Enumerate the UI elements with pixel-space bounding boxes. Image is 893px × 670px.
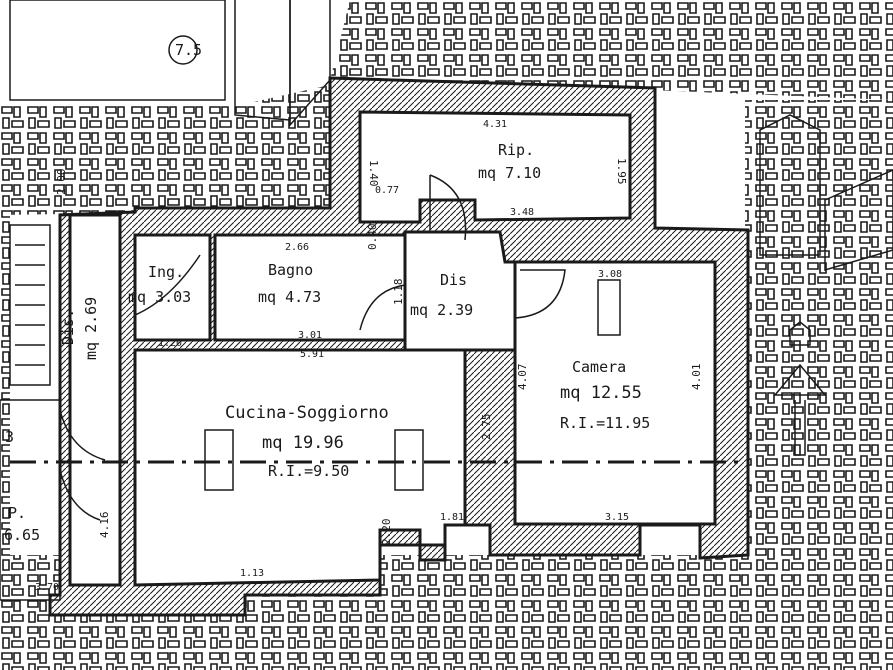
stair-left <box>9 224 51 386</box>
dim-camera-right: 4.01 <box>690 364 703 391</box>
left-area: 6.65 <box>4 526 40 544</box>
dim-rip-right: 1.95 <box>615 158 628 185</box>
dim-dis-side: 2.00 <box>55 169 68 196</box>
dim-camera-left: 4.07 <box>516 364 529 391</box>
labels: Rip. mq 7.10 Bagno mq 4.73 Dis mq 2.39 I… <box>4 41 650 544</box>
dim-camera-top: 3.08 <box>598 269 622 280</box>
room-left <box>0 399 61 601</box>
dim-cucina-top: 5.91 <box>300 349 324 360</box>
dim-416: 4.16 <box>98 512 111 539</box>
room-rip <box>358 110 632 224</box>
dim-rip-top: 4.31 <box>483 119 507 130</box>
ing-name: Ing. <box>148 263 184 281</box>
bagno-area: mq 4.73 <box>258 288 321 306</box>
room-bagno <box>213 233 407 342</box>
dim-rip-077: 0.77 <box>375 185 399 196</box>
dim-cucina-right: 2.75 <box>480 414 493 441</box>
left-name: P. <box>8 504 26 522</box>
dis2-area: mq 2.69 <box>82 297 100 360</box>
dim-370: 3.70 <box>35 582 59 593</box>
dimensions: 4.31 3.48 0.77 1.40 1.95 2.66 3.01 0.40 … <box>35 119 703 593</box>
dim-113: 1.13 <box>240 568 264 579</box>
doors <box>59 174 566 521</box>
dim-cucina-220: 2.20 <box>380 519 393 546</box>
dim-181: 1.81 <box>440 512 464 523</box>
bagno-name: Bagno <box>268 261 313 279</box>
ing-area: mq 3.03 <box>128 288 191 306</box>
dis2-name: Dis. <box>59 309 77 345</box>
room-disimpegno <box>68 213 122 587</box>
rip-area: mq 7.10 <box>478 164 541 182</box>
dim-bagno-bottom: 3.01 <box>298 330 322 341</box>
fixtures <box>204 279 827 491</box>
top-circle-label: 7.5 <box>175 41 202 59</box>
dim-bagno-top: 2.66 <box>285 242 309 253</box>
dis-area: mq 2.39 <box>410 301 473 319</box>
room-ingresso <box>133 233 212 342</box>
dis-name: Dis <box>440 271 467 289</box>
camera-name: Camera <box>572 358 626 376</box>
dim-rip-left: 1.40 <box>367 160 380 187</box>
cucina-name: Cucina-Soggiorno <box>225 403 389 423</box>
left-num: 3 <box>5 428 14 446</box>
rooms <box>0 110 717 601</box>
dim-camera-bottom: 3.15 <box>605 512 629 523</box>
adjacent-structures <box>9 0 893 272</box>
dim-bagno-right: 0.40 <box>366 224 379 251</box>
dim-120: 1.20 <box>158 338 182 349</box>
camera-area: mq 12.55 <box>560 383 642 403</box>
cucina-ri: R.I.=9.50 <box>268 462 349 480</box>
dim-dis-116: 1.18 <box>392 279 405 306</box>
dim-rip-bottom: 3.48 <box>510 207 534 218</box>
cucina-area: mq 19.96 <box>262 433 344 453</box>
room-cucina-soggiorno <box>133 348 467 587</box>
rip-name: Rip. <box>498 141 534 159</box>
camera-ri: R.I.=11.95 <box>560 414 650 432</box>
room-dis <box>403 230 522 352</box>
